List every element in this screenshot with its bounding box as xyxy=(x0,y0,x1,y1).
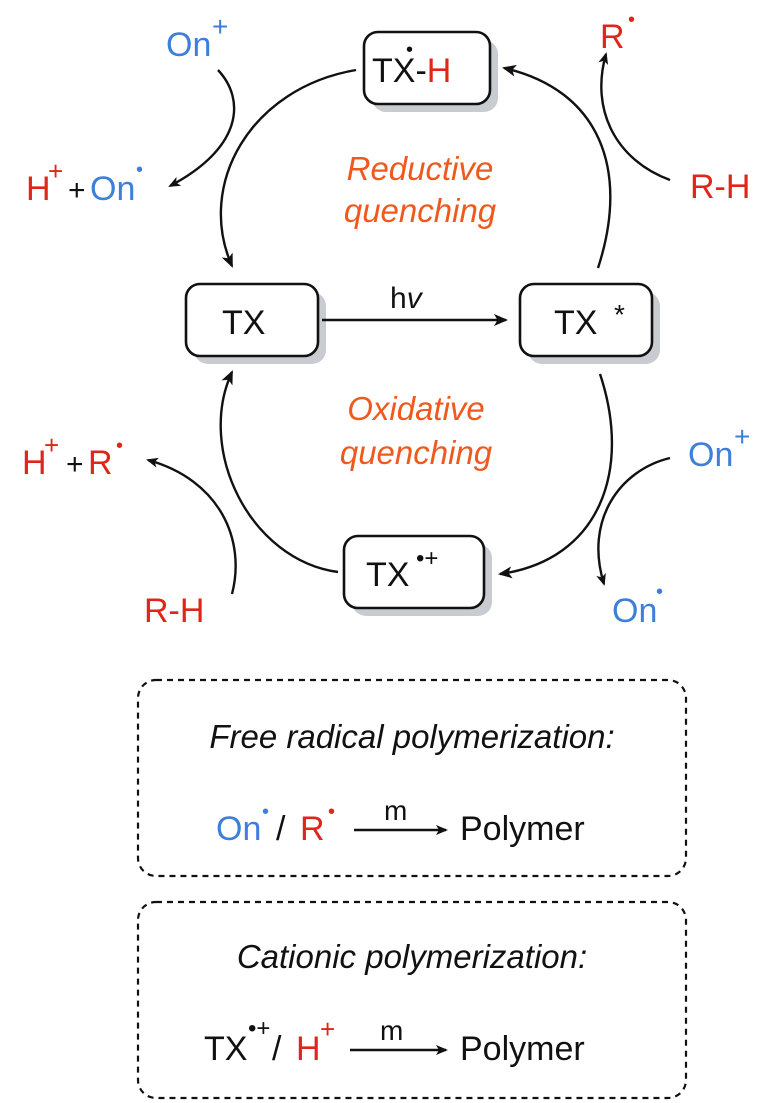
arc-ketyl-to-ground xyxy=(219,68,357,268)
species-on-plus-top: On + xyxy=(166,11,228,64)
excited-state-mark: * xyxy=(614,299,625,330)
svg-text:•: • xyxy=(136,159,143,181)
cationic-reactant-h: H xyxy=(296,1030,321,1068)
svg-text:+: + xyxy=(48,156,63,186)
free-radical-title: Free radical polymerization: xyxy=(209,718,614,755)
reductive-label-2: quenching xyxy=(344,192,497,229)
svg-text:R: R xyxy=(88,444,113,482)
svg-text:+: + xyxy=(320,1014,335,1044)
cationic-reactant-tx: TX xyxy=(204,1030,247,1068)
ketyl-h-label: H xyxy=(427,52,452,90)
cationic-product: Polymer xyxy=(460,1030,585,1068)
svg-text:•: • xyxy=(328,801,335,823)
svg-text:H: H xyxy=(22,444,47,482)
species-rh-bottom-left: R-H xyxy=(144,592,204,630)
ketyl-radical-dot: • xyxy=(406,39,413,61)
svg-text:•: • xyxy=(656,581,663,603)
arc-on-plus-to-on-radical xyxy=(168,69,236,188)
ground-state-label: TX xyxy=(222,304,265,342)
ketyl-dash-label: - xyxy=(415,52,426,90)
svg-text:/: / xyxy=(272,1030,282,1068)
arc-cation-to-ground xyxy=(219,370,339,574)
svg-text:•: • xyxy=(262,801,269,823)
svg-text:•: • xyxy=(628,9,635,31)
arc-excited-to-ketyl xyxy=(502,64,612,269)
svg-text:+: + xyxy=(66,448,84,481)
species-h-plus-r-radical: H + + R • xyxy=(22,430,123,482)
svg-text:•: • xyxy=(116,435,123,457)
radical-cation-charge: •+ xyxy=(416,545,438,572)
svg-text:+: + xyxy=(44,430,59,460)
species-r-radical-top: R • xyxy=(600,9,635,56)
oxidative-label-1: Oxidative xyxy=(347,390,485,427)
svg-text:+: + xyxy=(734,421,750,452)
svg-text:H: H xyxy=(26,170,51,208)
species-on-radical-bottom: On • xyxy=(612,581,663,630)
excitation-label: hv xyxy=(390,282,424,315)
ketyl-radical-box: TX-H • xyxy=(362,30,498,112)
svg-text:On: On xyxy=(688,436,733,474)
reductive-label-1: Reductive xyxy=(347,150,494,187)
free-radical-product: Polymer xyxy=(460,810,585,848)
svg-text:On: On xyxy=(612,592,657,630)
excited-state-label: TX xyxy=(554,304,597,342)
svg-text:/: / xyxy=(276,810,286,848)
svg-text:•+: •+ xyxy=(248,1015,270,1042)
svg-text:On: On xyxy=(90,170,135,208)
cationic-title: Cationic polymerization: xyxy=(237,938,587,975)
free-radical-panel: Free radical polymerization: On • / R • … xyxy=(136,678,688,878)
cationic-arrow-label: m xyxy=(380,1015,403,1046)
free-radical-reactant-on: On xyxy=(216,810,261,848)
species-rh-right: R-H xyxy=(690,168,750,206)
excitation-h: h xyxy=(390,282,407,315)
cationic-panel: Cationic polymerization: TX •+ / H + m P… xyxy=(136,900,688,1100)
svg-text:TX-H: TX-H xyxy=(372,52,451,90)
svg-text:+: + xyxy=(212,11,228,42)
svg-text:R: R xyxy=(600,18,625,56)
excited-state-box: TX * xyxy=(518,282,660,364)
svg-text:On: On xyxy=(166,26,211,64)
species-on-plus-right: On + xyxy=(688,421,750,474)
ground-state-box: TX xyxy=(184,282,326,364)
radical-cation-box: TX •+ xyxy=(342,534,492,616)
arc-rh-to-r-radical-left xyxy=(146,457,237,595)
ketyl-tx-label: TX xyxy=(372,52,415,90)
species-h-plus-on-radical: H + + On • xyxy=(26,156,143,208)
free-radical-reactant-r: R xyxy=(300,810,325,848)
arc-excited-to-cation xyxy=(498,373,614,579)
excitation-nu: v xyxy=(407,282,424,315)
arc-rh-to-r-radical xyxy=(598,52,671,182)
svg-text:+: + xyxy=(68,174,86,207)
oxidative-label-2: quenching xyxy=(340,434,493,471)
radical-cation-label: TX xyxy=(366,556,409,594)
arc-on-plus-to-on-radical-bottom xyxy=(596,456,671,586)
free-radical-arrow-label: m xyxy=(384,795,407,826)
